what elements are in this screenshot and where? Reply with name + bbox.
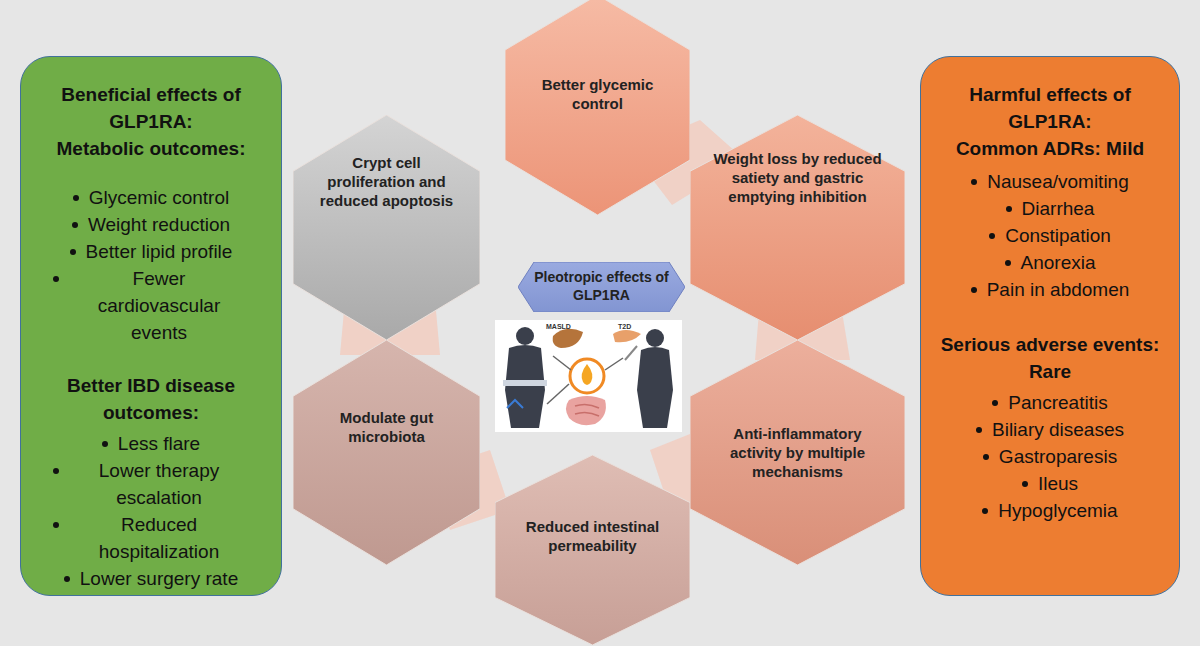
bullet-text: Glycemic control (89, 184, 229, 211)
bullet-text: Nausea/vomiting (987, 168, 1129, 195)
hexagon-shape (690, 115, 905, 340)
bullet-row: Glycemic control (33, 184, 269, 211)
bullet-dot (971, 287, 977, 293)
bullet-row: Anorexia (933, 249, 1167, 276)
hexagon-outline (518, 262, 685, 312)
bullet-row: Fewer cardiovascular events (33, 265, 269, 346)
bullet-text: Pain in abdomen (987, 276, 1130, 303)
bullet-row: Better lipid profile (33, 238, 269, 265)
hexagon-node: Weight loss by reduced satiety and gastr… (690, 115, 905, 340)
bullet-dot (1006, 206, 1012, 212)
bullet-dot (1005, 260, 1011, 266)
bullet-dot (1022, 481, 1028, 487)
hexagon-label: Anti-inflammatory activity by multiple m… (715, 424, 880, 481)
bullet-dot (72, 222, 78, 228)
hexagon-shape (293, 340, 480, 565)
bullet-text: Hypoglycemia (998, 497, 1117, 524)
bullet-row: Pain in abdomen (933, 276, 1167, 303)
bullet-text: Less flare (118, 430, 200, 457)
hexagon-outline (505, 0, 690, 215)
panel-heading: Beneficial effects of GLP1RA: (33, 81, 269, 135)
bullet-row: Ileus (933, 470, 1167, 497)
bullet-text: Reduced hospitalization (69, 511, 249, 565)
hexagon-label: Reduced intestinal permeability (518, 517, 668, 555)
bullet-row: Hypoglycemia (933, 497, 1167, 524)
hexagon-outline (690, 340, 905, 565)
bullet-dot (102, 441, 108, 447)
bullet-text: Ileus (1038, 470, 1078, 497)
bullet-text: Better lipid profile (86, 238, 233, 265)
hexagon-outline (293, 340, 480, 565)
bullet-row: Weight reduction (33, 211, 269, 238)
hexagon-outline (495, 455, 690, 645)
illustration-label: MASLD (546, 323, 571, 331)
bullet-text: Lower surgery rate (80, 565, 238, 592)
bullet-row: Less flare (33, 430, 269, 457)
bullet-row: Constipation (933, 222, 1167, 249)
bullet-text: Fewer cardiovascular events (69, 265, 249, 346)
bullet-dot (53, 276, 59, 282)
bullet-text: Pancreatitis (1008, 389, 1107, 416)
bullet-dot (989, 233, 995, 239)
bullet-dot (53, 522, 59, 528)
bullet-dot (992, 400, 998, 406)
summary-panel: Harmful effects of GLP1RA:Common ADRs: M… (920, 56, 1180, 596)
hexagon-node: Pleotropic effects of GLP1RA (518, 262, 685, 312)
panel-heading: Metabolic outcomes: (33, 135, 269, 162)
bullet-row: Nausea/vomiting (933, 168, 1167, 195)
bullet-text: Gastroparesis (999, 443, 1117, 470)
panel-heading: Better IBD disease outcomes: (33, 372, 269, 426)
bullet-dot (53, 468, 59, 474)
hexagon-node: Modulate gut microbiota (293, 340, 480, 565)
bullet-dot (971, 179, 977, 185)
summary-panel: Beneficial effects of GLP1RA:Metabolic o… (20, 56, 282, 596)
bullet-row: Diarrhea (933, 195, 1167, 222)
panel-heading: Serious adverse events: Rare (933, 331, 1167, 385)
bullet-row: Lower therapy escalation (33, 457, 269, 511)
bullet-dot (64, 576, 70, 582)
hexagon-node: Better glycemic control (505, 0, 690, 215)
hexagon-node: Anti-inflammatory activity by multiple m… (690, 340, 905, 565)
panel-heading: Harmful effects of GLP1RA: (933, 81, 1167, 135)
bullet-text: Weight reduction (88, 211, 230, 238)
bullet-text: Biliary diseases (992, 416, 1124, 443)
panel-heading: Common ADRs: Mild (933, 135, 1167, 162)
bullet-dot (976, 427, 982, 433)
hexagon-outline (690, 115, 905, 340)
bullet-dot (982, 508, 988, 514)
bullet-text: Lower therapy escalation (69, 457, 249, 511)
hexagon-node: Reduced intestinal permeability (495, 455, 690, 645)
hexagon-node: Crypt cell proliferation and reduced apo… (293, 115, 480, 340)
hexagon-label: Modulate gut microbiota (322, 408, 452, 446)
bullet-text: Constipation (1005, 222, 1111, 249)
bullet-row: Gastroparesis (933, 443, 1167, 470)
hexagon-label: Weight loss by reduced satiety and gastr… (710, 149, 885, 206)
illustration (495, 320, 682, 432)
hexagon-label: Pleotropic effects of GLP1RA (534, 268, 669, 304)
bullet-text: Diarrhea (1022, 195, 1095, 222)
bullet-dot (70, 249, 76, 255)
bullet-row: Reduced hospitalization (33, 511, 269, 565)
bullet-dot (983, 454, 989, 460)
hexagon-outline (293, 115, 480, 340)
bullet-text: Anorexia (1021, 249, 1096, 276)
hexagon-label: Crypt cell proliferation and reduced apo… (307, 153, 467, 210)
hexagon-shape (293, 115, 480, 340)
hexagon-label: Better glycemic control (523, 75, 673, 113)
bullet-row: Pancreatitis (933, 389, 1167, 416)
bullet-row: Biliary diseases (933, 416, 1167, 443)
bullet-row: Lower surgery rate (33, 565, 269, 592)
bullet-dot (73, 195, 79, 201)
illustration-label: T2D (618, 323, 631, 331)
